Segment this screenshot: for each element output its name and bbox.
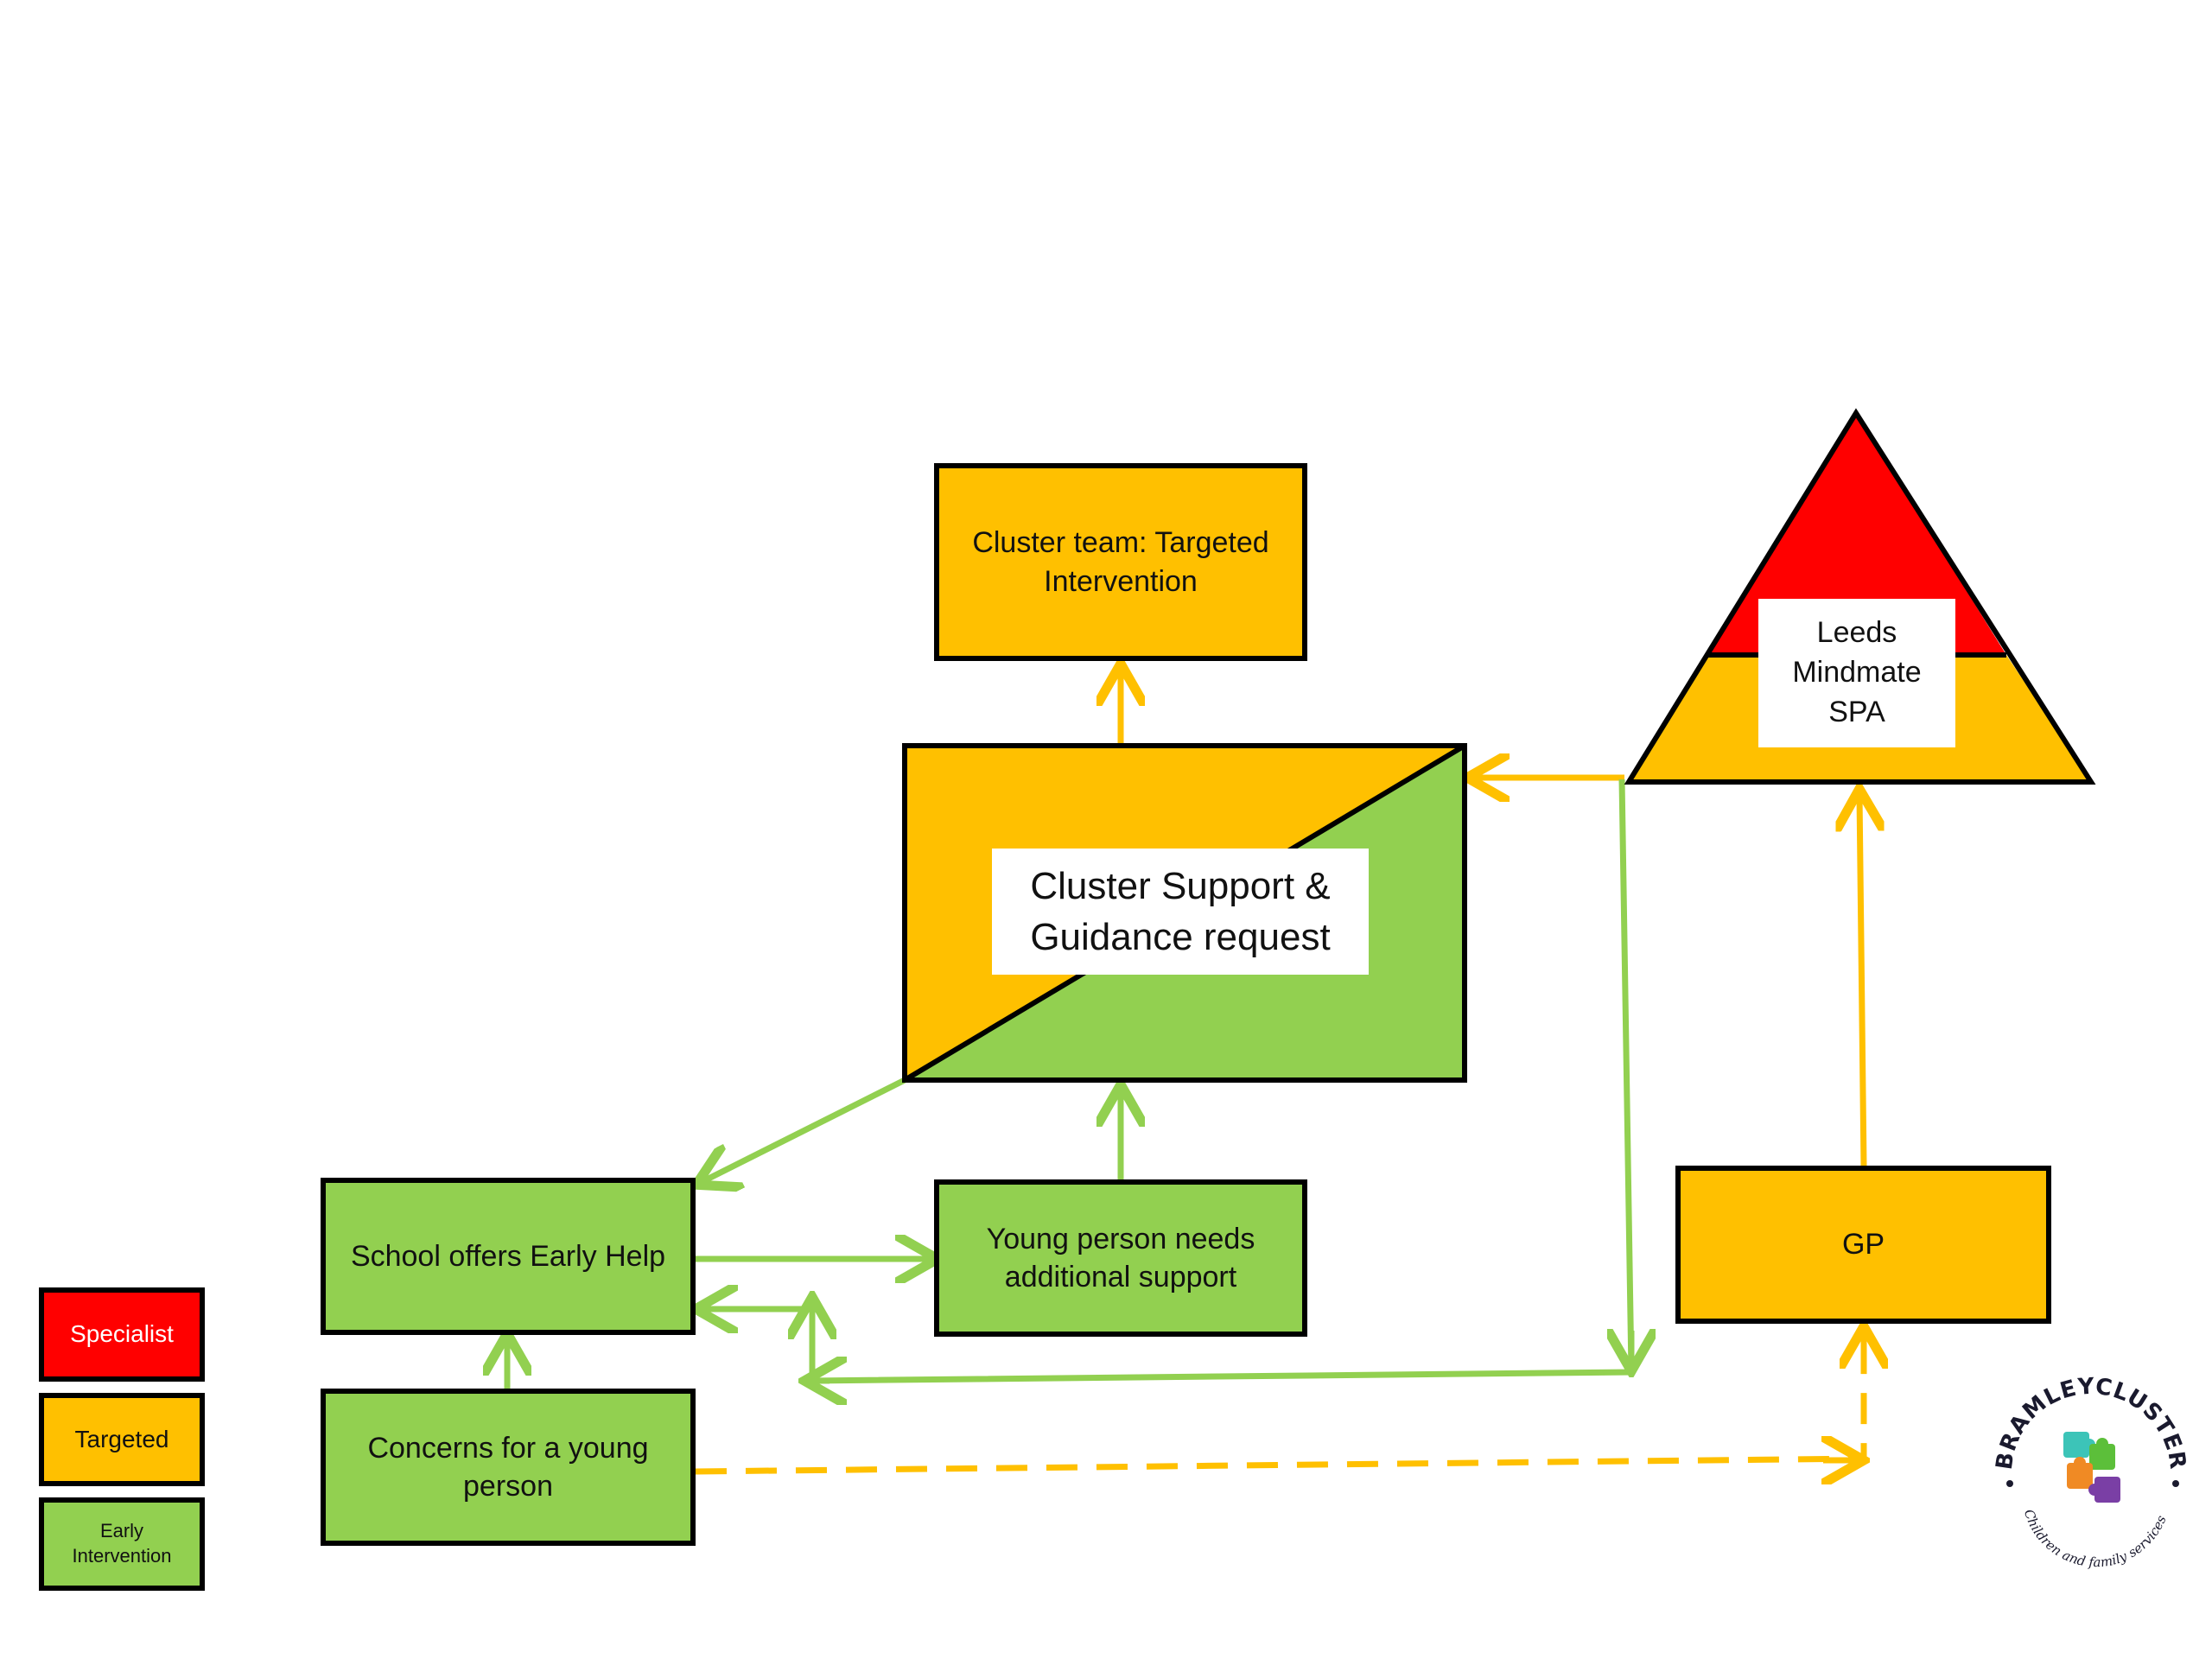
cluster-support-label-box: Cluster Support & Guidance request xyxy=(992,849,1369,975)
legend-early-intervention: Early Intervention xyxy=(39,1497,205,1591)
concerns-box: Concerns for a young person xyxy=(321,1389,696,1546)
gp-box: GP xyxy=(1675,1166,2051,1324)
cluster-team-label: Cluster team: Targeted Intervention xyxy=(972,526,1269,598)
arrow-gp-to-mindmate xyxy=(1859,795,1864,1167)
arrow-support-to-school xyxy=(702,1077,906,1182)
school-early-help-box: School offers Early Help xyxy=(321,1178,696,1335)
mindmate-label-box: Leeds Mindmate SPA xyxy=(1758,599,1955,747)
school-early-help-label: School offers Early Help xyxy=(350,1239,666,1273)
legend-specialist: Specialist xyxy=(39,1287,205,1382)
young-person-needs-label: Young person needs additional support xyxy=(986,1222,1255,1294)
legend-early-intervention-label: Early Intervention xyxy=(72,1520,172,1567)
concerns-label: Concerns for a young person xyxy=(367,1431,649,1503)
cluster-team-box: Cluster team: Targeted Intervention xyxy=(934,463,1307,661)
legend-specialist-label: Specialist xyxy=(70,1320,174,1348)
legend-targeted-label: Targeted xyxy=(74,1425,169,1452)
arrow-concerns-to-gp xyxy=(695,1335,1867,1475)
gp-label: GP xyxy=(1841,1228,1885,1262)
cluster-support-outline xyxy=(902,743,1467,1083)
legend-targeted: Targeted xyxy=(39,1393,205,1486)
puzzle-pieces-icon xyxy=(2063,1432,2120,1503)
logo-graphic: BRAMLEYCLUSTER Children and family servi… xyxy=(1992,1374,2190,1571)
cluster-support-label: Cluster Support & Guidance request xyxy=(1030,864,1331,958)
bramley-cluster-logo: BRAMLEYCLUSTER Children and family servi… xyxy=(1987,1370,2195,1577)
mindmate-outline xyxy=(1624,408,2096,785)
mindmate-specialist-tip xyxy=(1706,413,2006,655)
mindmate-label: Leeds Mindmate SPA xyxy=(1792,616,1922,728)
young-person-needs-box: Young person needs additional support xyxy=(934,1179,1307,1337)
